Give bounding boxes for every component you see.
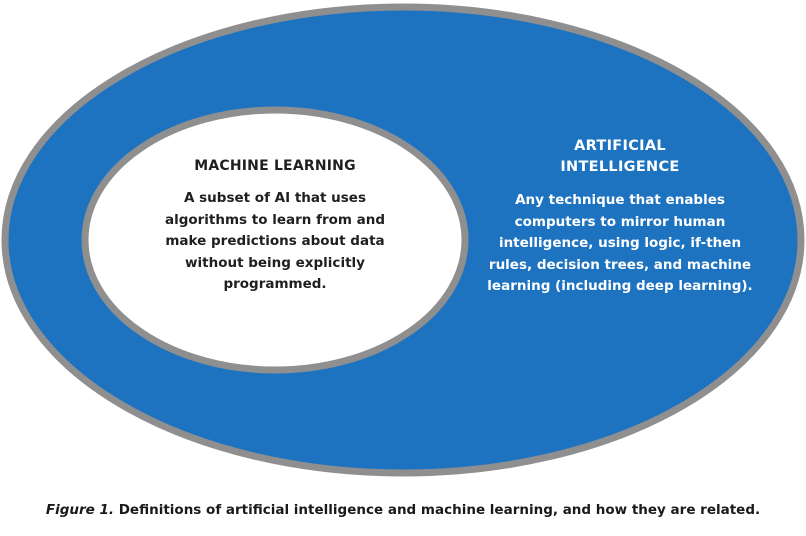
machine-learning-description: A subset of AI that uses algorithms to l…	[164, 190, 386, 292]
figure-caption-text: Definitions of artificial intelligence a…	[114, 502, 761, 518]
figure-caption: Figure 1. Definitions of artificial inte…	[0, 502, 806, 518]
artificial-intelligence-description: Any technique that enables computers to …	[487, 192, 753, 294]
artificial-intelligence-title: ARTIFICIAL INTELLIGENCE	[560, 138, 680, 175]
machine-learning-ellipse	[81, 106, 469, 374]
machine-learning-title: MACHINE LEARNING	[194, 158, 356, 174]
venn-diagram	[1, 3, 805, 477]
figure-label: Figure 1.	[45, 502, 115, 518]
